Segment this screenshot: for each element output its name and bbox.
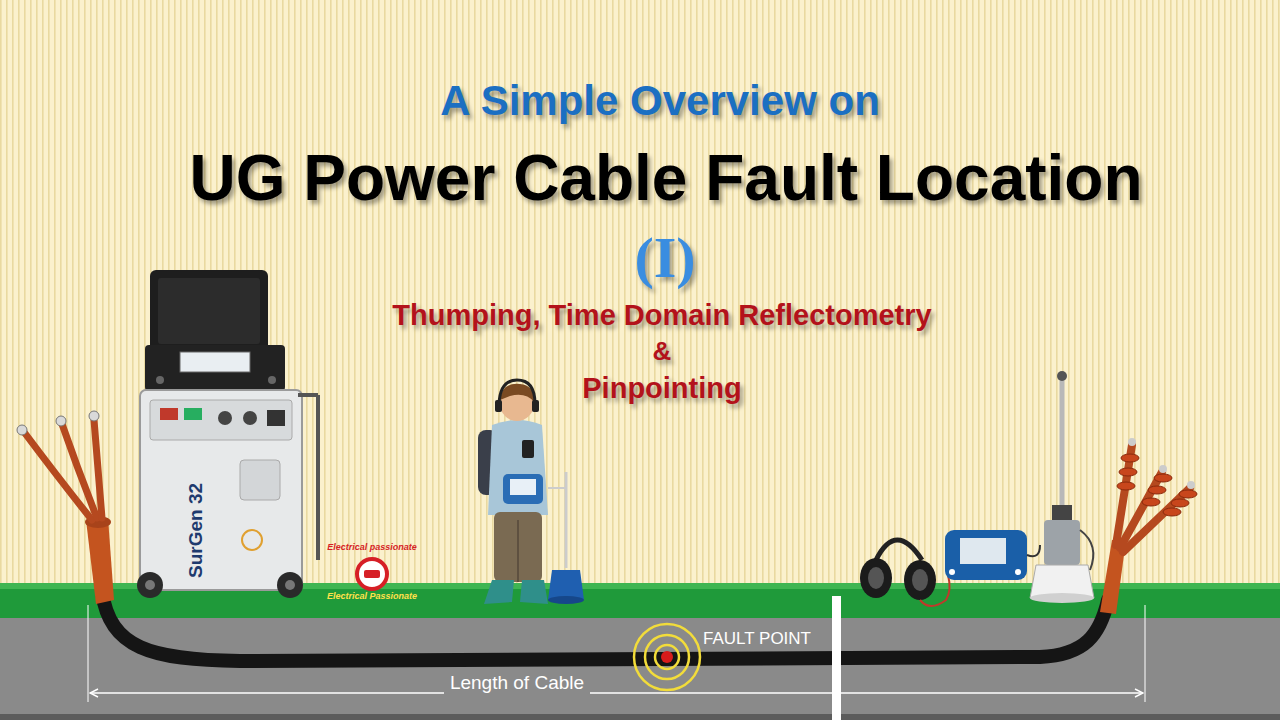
part-number: (I)	[634, 226, 695, 290]
topic-line: Thumping, Time Domain Reflectometry	[392, 300, 931, 332]
fault-point-marker	[634, 624, 700, 690]
right-cable-termination	[1100, 438, 1197, 614]
device-label: SurGen 32	[187, 482, 208, 577]
watermark: Electrical passionate	[327, 543, 417, 553]
subtitle: A Simple Overview on	[440, 78, 880, 124]
left-cable-termination	[17, 411, 114, 604]
fault-point-label: FAULT POINT	[703, 630, 811, 649]
underground-cable	[102, 592, 1108, 661]
watermark: Electrical Passionate	[327, 592, 417, 602]
surge-generator	[137, 270, 318, 598]
watermark-badge	[357, 559, 387, 589]
topic-line: &	[653, 337, 672, 366]
main-title: UG Power Cable Fault Location	[190, 143, 1143, 213]
technician	[478, 380, 584, 604]
topic-line: Pinpointing	[582, 373, 741, 405]
dimension-label: Length of Cable	[444, 673, 590, 694]
marker-bar	[832, 596, 841, 720]
pinpointing-kit	[860, 371, 1094, 606]
